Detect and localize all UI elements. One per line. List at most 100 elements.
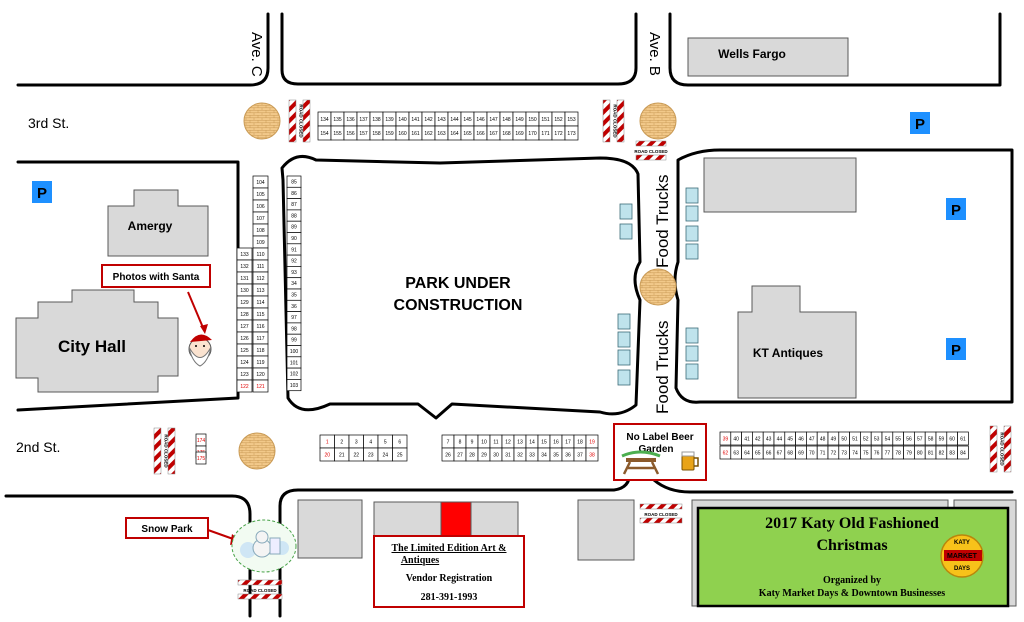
svg-text:117: 117 [257, 336, 265, 342]
food-trucks-label-upper: Food Trucks [653, 174, 672, 268]
vendor-booth: 132 [236, 259, 253, 273]
parking-icon: P [910, 112, 930, 134]
vendor-booth: 56 [903, 431, 915, 446]
svg-text:2: 2 [340, 439, 343, 445]
building-city-hall [15, 289, 179, 393]
svg-text:20: 20 [324, 452, 330, 458]
svg-text:55: 55 [895, 436, 901, 442]
svg-text:44: 44 [777, 436, 783, 442]
svg-text:124: 124 [240, 360, 249, 366]
vendor-booth: 14 [525, 434, 539, 449]
vendor-booth: 172 [551, 125, 566, 141]
vendor-booth: 61 [957, 431, 969, 446]
vendor-booth: 109 [252, 235, 269, 249]
svg-text:84: 84 [960, 450, 966, 456]
vendor-booth: 9 [465, 434, 479, 449]
vendor-booth: 131 [236, 271, 253, 285]
vendor-booth: 84 [957, 445, 969, 460]
svg-text:65: 65 [755, 450, 761, 456]
svg-text:75: 75 [863, 450, 869, 456]
svg-text:113: 113 [257, 288, 265, 294]
svg-text:32: 32 [517, 452, 523, 458]
vendor-booth: 38 [585, 447, 599, 462]
svg-text:45: 45 [787, 436, 793, 442]
svg-text:17: 17 [565, 439, 571, 445]
svg-text:46: 46 [798, 436, 804, 442]
food-truck-slot [685, 187, 699, 204]
vendor-booth: 79 [903, 445, 915, 460]
svg-text:147: 147 [489, 117, 498, 123]
vendor-booth: 107 [252, 211, 269, 225]
svg-text:59: 59 [939, 436, 945, 442]
svg-text:70: 70 [809, 450, 815, 456]
vendor-booth: 2 [334, 434, 350, 449]
building-kt-antiques [737, 285, 857, 399]
vendor-booth: 33 [525, 447, 539, 462]
vendor-booth: 162 [421, 125, 436, 141]
svg-text:58: 58 [928, 436, 934, 442]
svg-text:118: 118 [257, 348, 265, 354]
road-closed-barricade: ROAD CLOSED [634, 140, 668, 161]
svg-text:ROAD CLOSED: ROAD CLOSED [243, 588, 277, 593]
svg-text:145: 145 [463, 117, 472, 123]
vendor-booth: 26 [441, 447, 455, 462]
svg-text:82: 82 [939, 450, 945, 456]
vendor-booth: 173 [564, 125, 579, 141]
building-amergy [107, 189, 209, 257]
vendor-booth: 127 [236, 319, 253, 333]
svg-text:97: 97 [291, 315, 297, 321]
svg-text:62: 62 [723, 450, 729, 456]
vendor-booth: 47 [806, 431, 818, 446]
svg-text:139: 139 [385, 117, 394, 123]
svg-text:138: 138 [372, 117, 381, 123]
vendor-booth: 20 [319, 447, 335, 462]
svg-text:38: 38 [589, 452, 595, 458]
svg-text:28: 28 [469, 452, 475, 458]
svg-text:166: 166 [476, 131, 485, 137]
svg-text:142: 142 [424, 117, 433, 123]
street-curbs [4, 12, 1014, 618]
vendor-booth: 134 [317, 111, 332, 127]
svg-text:MARKET: MARKET [947, 553, 978, 560]
street-2nd: 2nd St. [16, 439, 60, 455]
vendor-booth: 120 [252, 367, 269, 381]
svg-text:43: 43 [766, 436, 772, 442]
street-names: Ave. C Ave. B 3rd St. 2nd St. [16, 32, 663, 455]
svg-text:P: P [951, 342, 961, 359]
vendor-booth: 154 [317, 125, 332, 141]
svg-text:22: 22 [353, 452, 359, 458]
vendor-booth: 174 [195, 433, 207, 447]
vendor-booth: 22 [348, 447, 364, 462]
vendor-booth: 159 [382, 125, 397, 141]
vendor-booth: 110 [252, 247, 269, 261]
vendor-booth: 24 [377, 447, 393, 462]
event-org1: Organized by [823, 575, 881, 586]
kt-antiques-label: KT Antiques [753, 346, 824, 360]
vendor-booth: 81 [924, 445, 937, 460]
vendor-booth: 77 [881, 445, 894, 460]
vendor-booth: 45 [784, 431, 796, 446]
svg-text:63: 63 [733, 450, 739, 456]
vendor-booth: 116 [252, 319, 269, 333]
svg-text:12: 12 [505, 439, 511, 445]
svg-text:25: 25 [397, 452, 403, 458]
vendor-booth: 92 [286, 254, 302, 267]
vendor-booth: 136 [343, 111, 358, 127]
road-closed-barricade: ROAD CLOSED [237, 579, 283, 600]
svg-text:150: 150 [528, 117, 537, 123]
food-trucks-label-lower: Food Trucks [653, 320, 672, 414]
event-banner: 2017 Katy Old Fashioned Christmas Organi… [696, 506, 1010, 608]
vendor-booth: 66 [762, 445, 775, 460]
svg-text:122: 122 [240, 384, 249, 390]
svg-text:129: 129 [240, 300, 249, 306]
svg-text:121: 121 [256, 384, 265, 390]
vendor-booth: 65 [752, 445, 764, 460]
vendor-booth: 152 [551, 111, 566, 127]
svg-text:4: 4 [369, 439, 372, 445]
vendor-booth: 91 [286, 243, 302, 256]
svg-text:130: 130 [240, 288, 249, 294]
vendor-booth: 93 [286, 266, 302, 279]
vendor-booth: 122 [236, 379, 253, 393]
